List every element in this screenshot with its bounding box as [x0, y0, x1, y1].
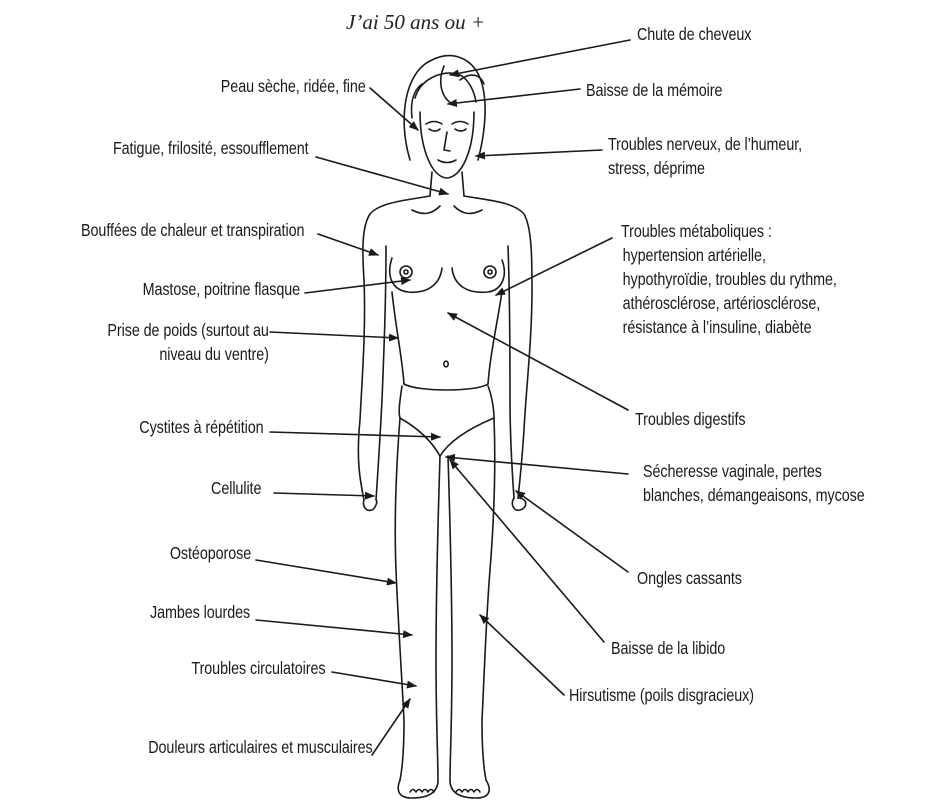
diagram-title: J’ai 50 ans ou +	[346, 10, 485, 35]
label-weight-line-2: niveau du ventre)	[108, 342, 269, 366]
label-metabolic-line-2: hypertension artérielle,	[623, 243, 837, 267]
label-nervous-line-2: stress, déprime	[608, 156, 802, 180]
label-hirsutism: Hirsutisme (poils disgracieux)	[569, 683, 754, 707]
label-vaginal-dryness: Sécheresse vaginale, pertes blanches, dé…	[643, 459, 865, 507]
label-cellulite: Cellulite	[211, 476, 261, 500]
leader-arrows	[256, 40, 630, 755]
label-dry-skin: Peau sèche, ridée, fine	[221, 74, 366, 98]
label-weight-line-1: Prise de poids (surtout au	[108, 318, 269, 342]
label-cystitis: Cystites à répétition	[140, 415, 264, 439]
label-dryness-line-2: blanches, démangeaisons, mycose	[643, 483, 865, 507]
label-metabolic-line-3: hypothyroïdie, troubles du rythme,	[623, 267, 837, 291]
label-dryness-line-1: Sécheresse vaginale, pertes	[643, 459, 865, 483]
label-circulatory-troubles: Troubles circulatoires	[191, 656, 325, 680]
label-osteoporosis: Ostéoporose	[170, 541, 251, 565]
label-metabolic-line-5: résistance à l’insuline, diabète	[623, 315, 837, 339]
label-libido-decline: Baisse de la libido	[611, 636, 725, 660]
label-memory-decline: Baisse de la mémoire	[586, 78, 722, 102]
label-heavy-legs: Jambes lourdes	[150, 600, 250, 624]
label-joint-muscle-pain: Douleurs articulaires et musculaires	[149, 735, 373, 759]
label-metabolic-troubles: Troubles métaboliques : hypertension art…	[621, 219, 837, 339]
label-mastosis: Mastose, poitrine flasque	[143, 277, 300, 301]
label-hot-flashes: Bouffées de chaleur et transpiration	[81, 218, 304, 242]
label-nervous-line-1: Troubles nerveux, de l’humeur,	[608, 132, 802, 156]
label-weight-gain: Prise de poids (surtout au niveau du ven…	[108, 318, 269, 366]
label-fatigue: Fatigue, frilosité, essoufflement	[113, 136, 309, 160]
woman-silhouette	[358, 56, 532, 798]
label-digestive-troubles: Troubles digestifs	[635, 407, 745, 431]
label-metabolic-line-4: athérosclérose, artériosclérose,	[623, 291, 837, 315]
label-hair-loss: Chute de cheveux	[637, 22, 751, 46]
label-brittle-nails: Ongles cassants	[637, 566, 742, 590]
label-metabolic-line-1: Troubles métaboliques :	[621, 219, 837, 243]
label-nervous-troubles: Troubles nerveux, de l’humeur, stress, d…	[608, 132, 802, 180]
